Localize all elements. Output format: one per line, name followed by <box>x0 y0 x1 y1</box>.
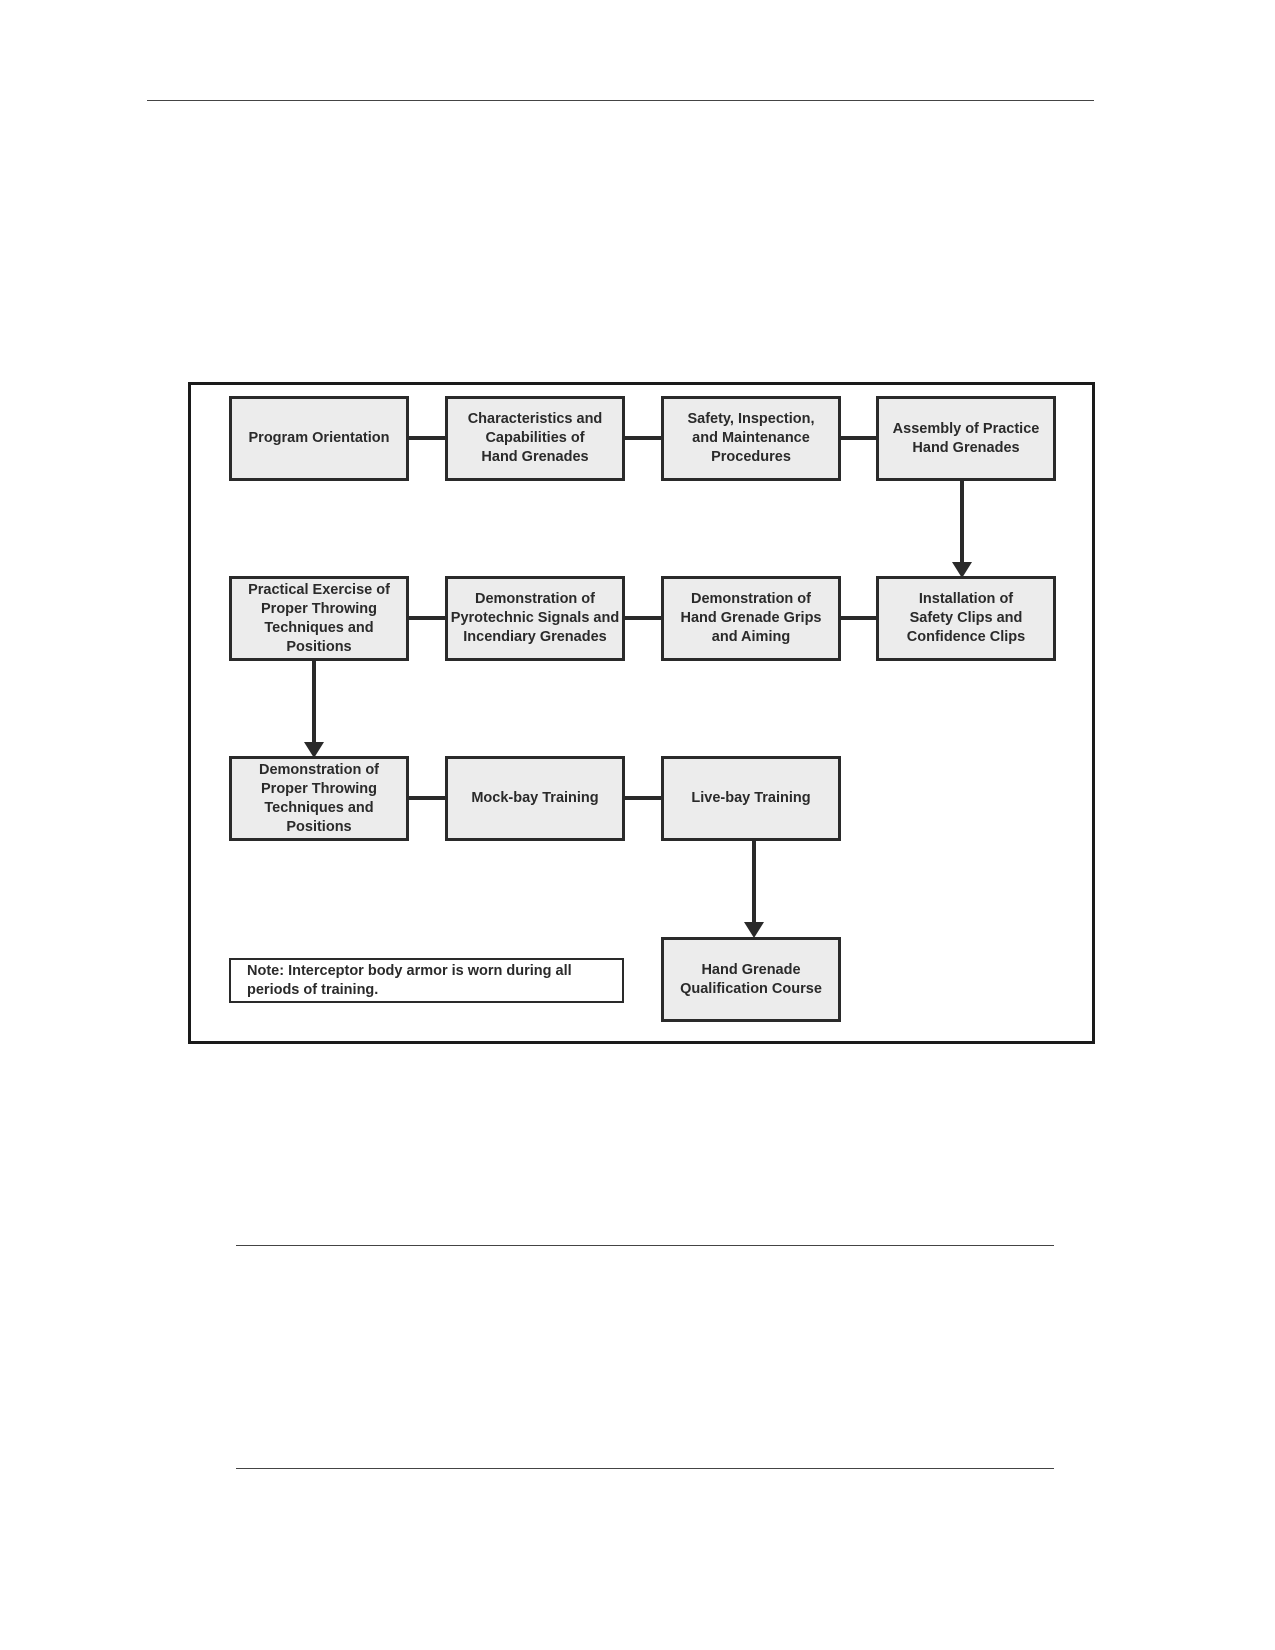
box-assembly: Assembly of Practice Hand Grenades <box>876 396 1056 481</box>
box-qualification: Hand Grenade Qualification Course <box>661 937 841 1022</box>
box-installation: Installation of Safety Clips and Confide… <box>876 576 1056 661</box>
box-practical-exercise: Practical Exercise of Proper Throwing Te… <box>229 576 409 661</box>
box-program-orientation: Program Orientation <box>229 396 409 481</box>
header-rule <box>147 100 1094 101</box>
box-mock-bay: Mock-bay Training <box>445 756 625 841</box>
section-rule <box>236 1245 1054 1246</box>
box-demo-grips: Demonstration of Hand Grenade Grips and … <box>661 576 841 661</box>
note-box: Note: Interceptor body armor is worn dur… <box>229 958 624 1003</box>
box-safety-inspection: Safety, Inspection, and Maintenance Proc… <box>661 396 841 481</box>
box-demo-pyrotechnic: Demonstration of Pyrotechnic Signals and… <box>445 576 625 661</box>
diagram-frame <box>188 382 1095 1044</box>
box-characteristics: Characteristics and Capabilities of Hand… <box>445 396 625 481</box>
box-live-bay: Live-bay Training <box>661 756 841 841</box>
section-rule <box>236 1468 1054 1469</box>
box-demo-throwing: Demonstration of Proper Throwing Techniq… <box>229 756 409 841</box>
